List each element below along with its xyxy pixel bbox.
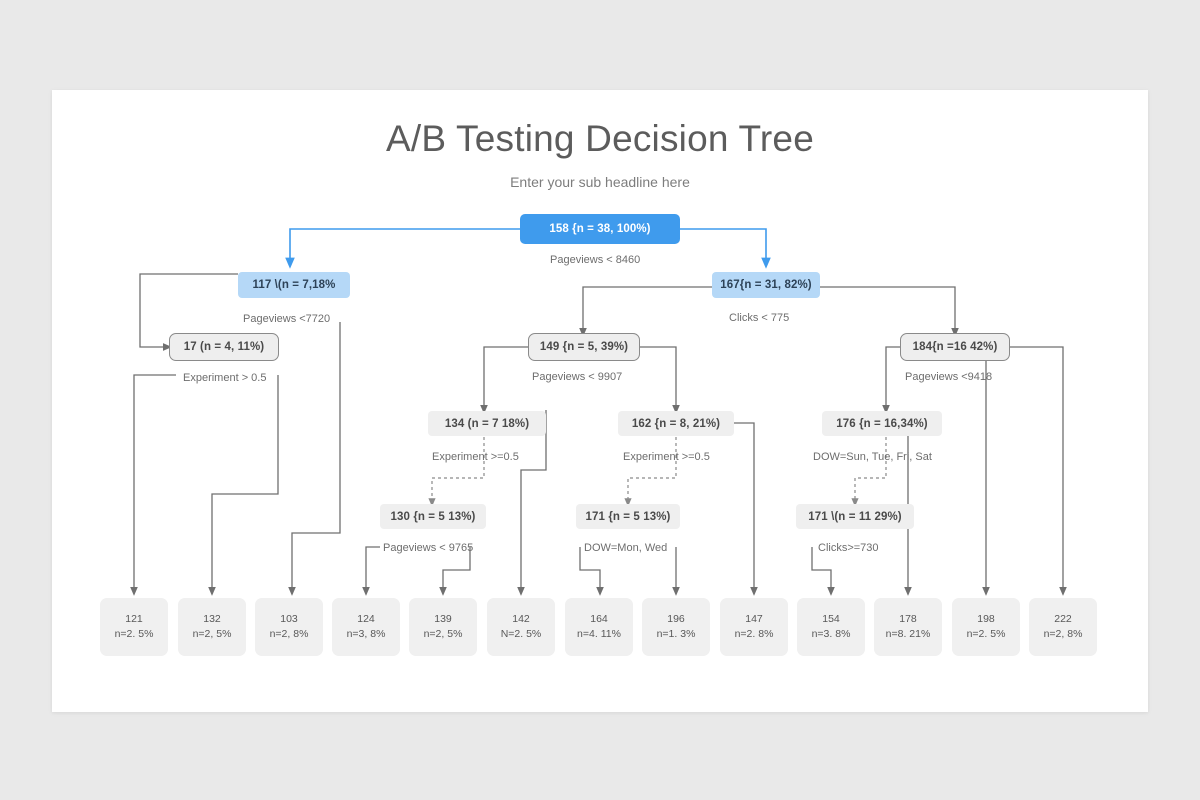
leaf-detail: n=2. 5% [114,628,154,640]
leaf-node[interactable]: 154 n=3. 8% [797,598,865,656]
leaf-value: 103 [280,613,298,625]
leaf-node[interactable]: 178 n=8. 21% [874,598,942,656]
edge-label-pageviews-9765: Pageviews < 9765 [383,542,474,554]
leaf-node[interactable]: 139 n=2, 5% [409,598,477,656]
leaf-detail: n=1. 3% [656,628,696,640]
leaf-node[interactable]: 121 n=2. 5% [100,598,168,656]
edge-label-pageviews-7720: Pageviews <7720 [243,313,331,325]
leaf-detail: n=4. 11% [577,628,621,640]
edge-label-dow-sun-tue-fri-sat: DOW=Sun, Tue, Fri, Sat [813,451,932,463]
node-171-b[interactable]: 171 \(n = 11 29%) [796,504,914,529]
leaf-node[interactable]: 132 n=2, 5% [178,598,246,656]
node-162[interactable]: 162 {n = 8, 21%) [618,411,734,436]
page-title: A/B Testing Decision Tree [386,118,814,159]
leaf-value: 154 [822,613,840,625]
node-167[interactable]: 167{n = 31, 82%) [712,272,820,298]
leaf-value: 124 [357,613,375,625]
leaf-detail: N=2. 5% [500,628,542,640]
edge-label-dow-mon-wed: DOW=Mon, Wed [584,542,668,554]
leaf-value: 121 [125,613,143,625]
page-subtitle: Enter your sub headline here [510,174,690,190]
leaf-value: 132 [203,613,221,625]
edge-label-clicks-775: Clicks < 775 [729,312,790,324]
leaf-node[interactable]: 142 N=2. 5% [487,598,555,656]
leaf-detail: n=8. 21% [885,628,931,640]
leaf-value: 164 [590,613,608,625]
leaf-value: 142 [512,613,530,625]
edge-label-experiment-gte05-right: Experiment >=0.5 [623,451,710,463]
leaf-value: 222 [1054,613,1072,625]
leaf-value: 196 [667,613,685,625]
leaf-detail: n=2. 8% [734,628,774,640]
leaf-node[interactable]: 147 n=2. 8% [720,598,788,656]
node-130[interactable]: 130 {n = 5 13%) [380,504,486,529]
leaf-value: 198 [977,613,995,625]
node-134[interactable]: 134 (n = 7 18%) [428,411,546,436]
edge-label-pageviews-9418: Pageviews <9418 [905,371,993,383]
edge-label-pageviews-8460: Pageviews < 8460 [550,254,641,266]
dashed-connectors [428,437,887,507]
leaf-node[interactable]: 164 n=4. 11% [565,598,633,656]
edge-label-clicks-gte730: Clicks>=730 [818,542,879,554]
node-176[interactable]: 176 {n = 16,34%) [822,411,942,436]
edge-label-experiment-05: Experiment > 0.5 [183,372,267,384]
node-171-a[interactable]: 171 {n = 5 13%) [576,504,680,529]
node-149[interactable]: 149 {n = 5, 39%) [528,333,640,361]
leaf-value: 139 [434,613,452,625]
leaf-detail: n=3, 8% [346,628,386,640]
leaf-detail: n=2, 8% [1043,628,1083,640]
leaf-detail: n=2, 8% [269,628,309,640]
tree-connectors [130,273,1067,596]
leaf-node[interactable]: 196 n=1. 3% [642,598,710,656]
edge-label-pageviews-9907: Pageviews < 9907 [532,371,623,383]
leaf-node[interactable]: 124 n=3, 8% [332,598,400,656]
node-root-158[interactable]: 158 {n = 38, 100%) [520,214,680,244]
leaf-node[interactable]: 198 n=2. 5% [952,598,1020,656]
node-17[interactable]: 17 (n = 4, 11%) [169,333,279,361]
node-117[interactable]: 117 \(n = 7,18% [238,272,350,298]
leaf-node[interactable]: 103 n=2, 8% [255,598,323,656]
leaf-detail: n=2, 5% [192,628,232,640]
node-184[interactable]: 184{n =16 42%) [900,333,1010,361]
edge-label-experiment-gte05-left: Experiment >=0.5 [432,451,519,463]
leaf-detail: n=3. 8% [811,628,851,640]
root-connectors [285,228,771,269]
leaf-value: 147 [745,613,763,625]
leaf-value: 178 [899,613,917,625]
leaf-node[interactable]: 222 n=2, 8% [1029,598,1097,656]
leaf-detail: n=2. 5% [966,628,1006,640]
leaf-detail: n=2, 5% [423,628,463,640]
